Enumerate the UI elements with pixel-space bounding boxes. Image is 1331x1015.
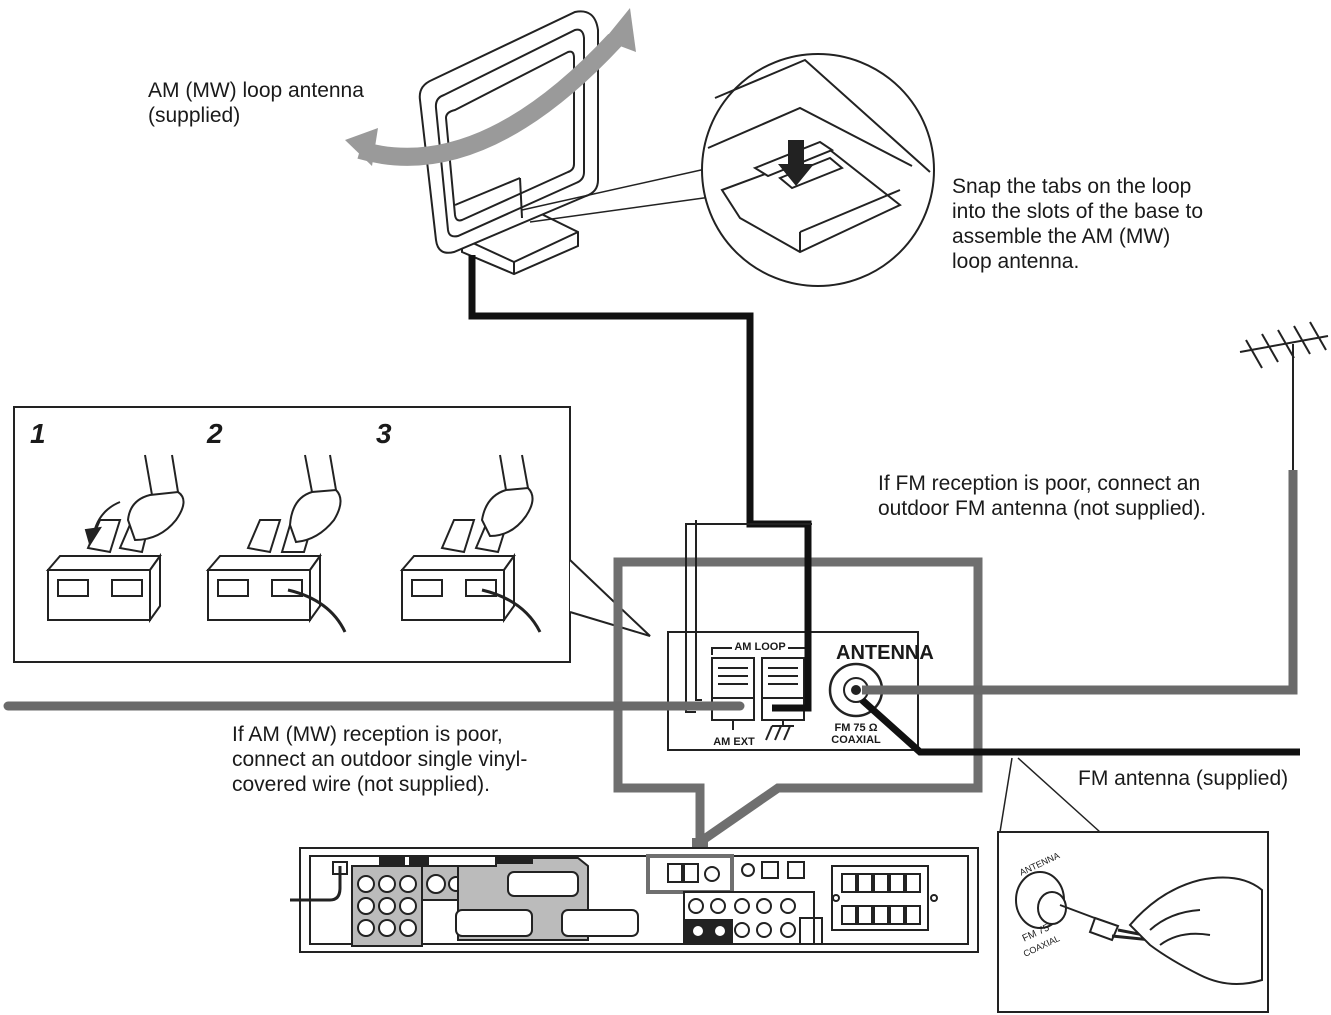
step-box-pointer [569,559,651,637]
rotation-arrow [345,8,636,166]
am-loop-antenna-label: AM (MW) loop antenna (supplied) [148,79,364,127]
antenna-panel-title: ANTENNA [836,642,934,664]
snap-instructions-label: Snap the tabs on the loop into the slots… [952,175,1203,273]
step-number-3: 3 [376,418,392,449]
snap-tabs-zoom [521,53,935,287]
am-outdoor-label: If AM (MW) reception is poor, connect an… [232,723,528,796]
fm-75-coaxial-label: FM 75 Ω COAXIAL [831,722,881,746]
am-loop-label: AM LOOP [734,641,786,653]
step-illustrations [45,454,542,633]
panel-zoom-outline [613,557,983,851]
outdoor-fm-antenna-icon [1239,321,1329,470]
fm-supplied-label: FM antenna (supplied) [1078,767,1289,790]
fm-outdoor-label: If FM reception is poor, connect an outd… [878,472,1207,520]
receiver-rear-panel [290,847,979,953]
step-number-1: 1 [30,418,46,449]
am-loop-antenna-illustration [418,10,599,276]
am-ext-label: AM EXT [713,736,755,748]
fm-connector-zoom [997,757,1269,1013]
step-number-2: 2 [207,418,223,449]
wires [3,255,1300,756]
